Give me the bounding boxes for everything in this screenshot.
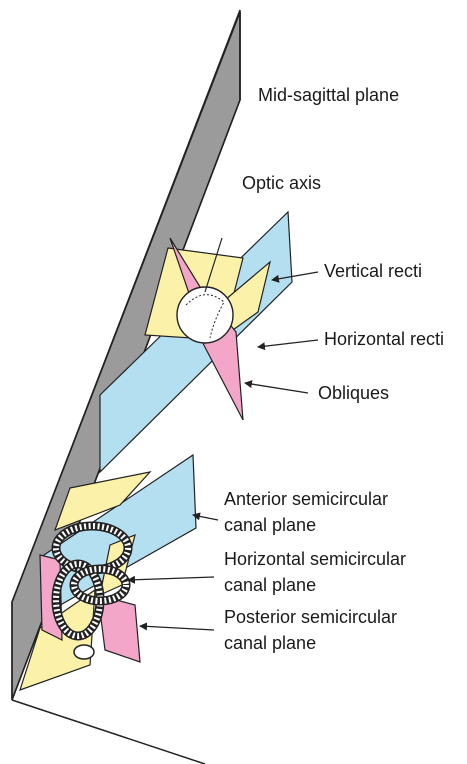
leader-horizontal-canal xyxy=(128,577,214,580)
label-posterior-canal-line2: canal plane xyxy=(224,630,316,656)
label-anterior-canal-line2: canal plane xyxy=(224,512,316,538)
label-horizontal-recti: Horizontal recti xyxy=(324,326,444,352)
label-horizontal-canal-line1: Horizontal semicircular xyxy=(224,546,406,572)
label-vertical-recti: Vertical recti xyxy=(324,258,422,284)
leader-posterior-canal xyxy=(140,626,214,630)
mid-sagittal-plane-bottom-edge xyxy=(12,700,205,764)
eye-globe xyxy=(177,287,233,343)
label-posterior-canal-line1: Posterior semicircular xyxy=(224,604,397,630)
label-mid-sagittal-plane: Mid-sagittal plane xyxy=(258,82,399,108)
leader-horizontal-recti xyxy=(258,340,318,347)
leader-anterior-canal xyxy=(193,515,218,520)
label-optic-axis: Optic axis xyxy=(242,170,321,196)
label-horizontal-canal-line2: canal plane xyxy=(224,572,316,598)
leader-obliques xyxy=(245,383,308,393)
label-obliques: Obliques xyxy=(318,380,389,406)
label-anterior-canal-line1: Anterior semicircular xyxy=(224,486,388,512)
